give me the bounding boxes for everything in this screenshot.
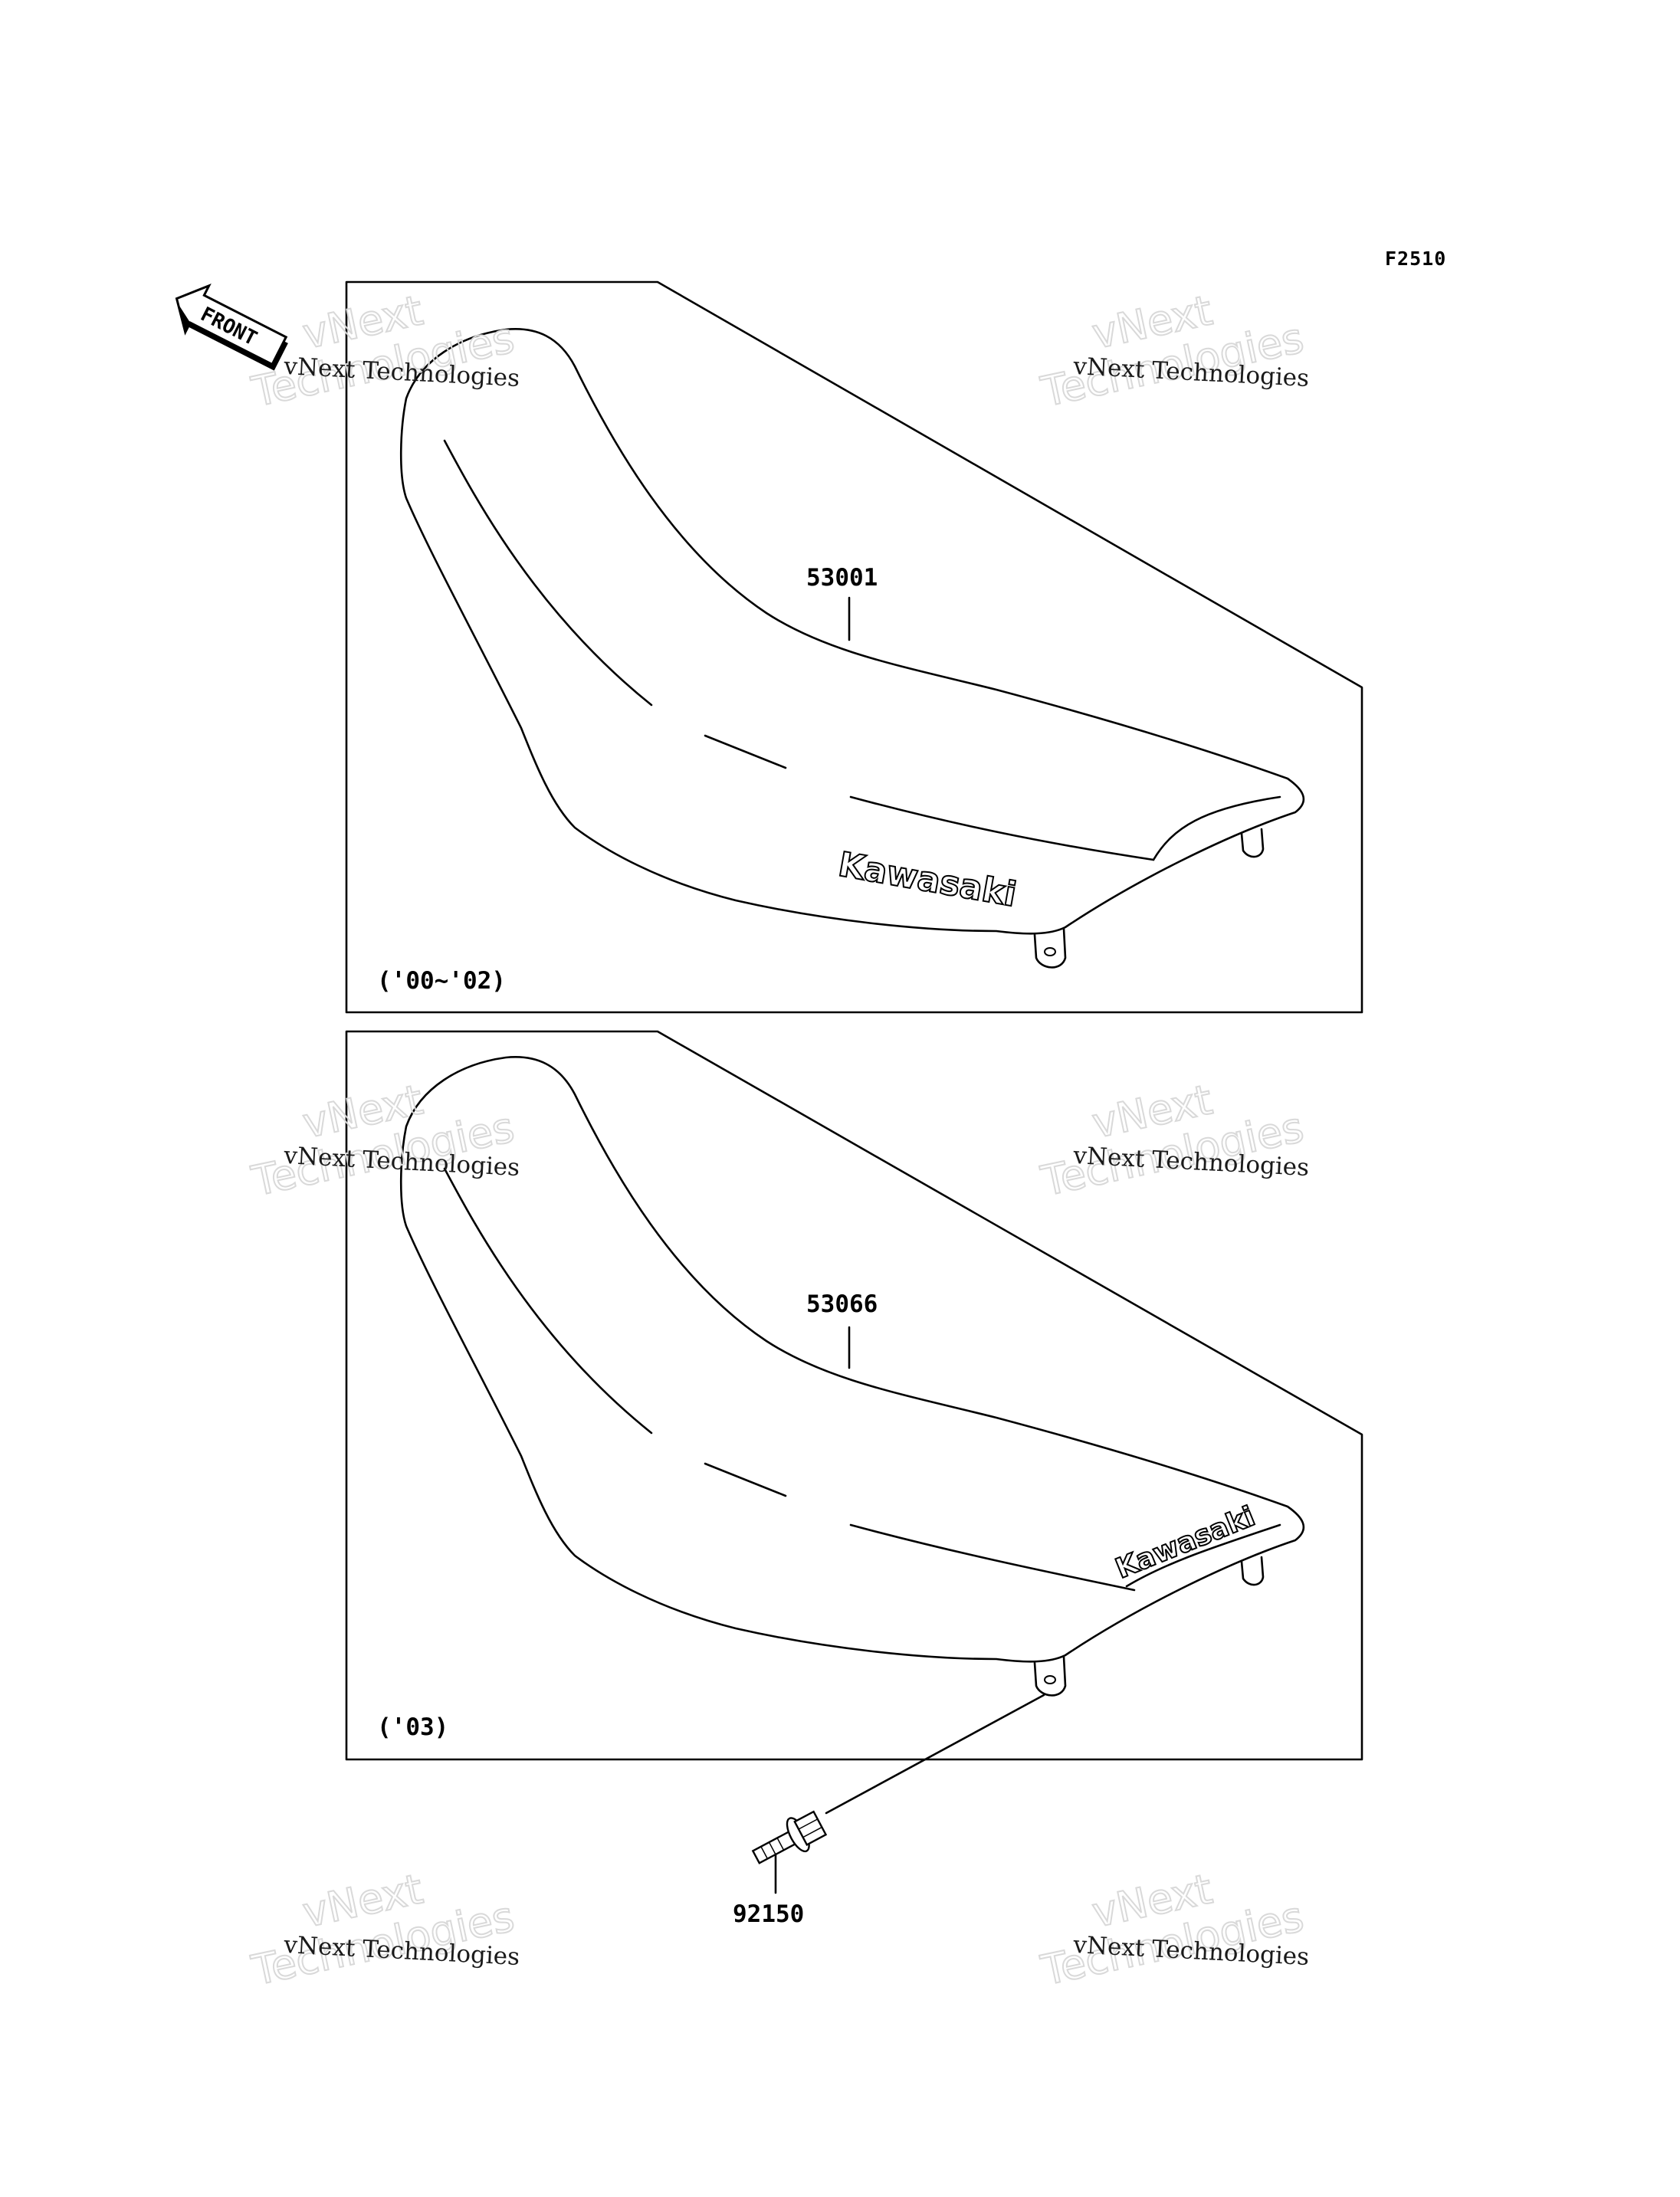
panel-frame	[345, 1030, 1363, 1761]
seat-logo: Kawasaki	[1111, 1500, 1259, 1585]
watermark: vNext Technologies	[1036, 285, 1308, 417]
seat-drawing	[399, 1056, 1305, 1815]
part-number-label: 53066	[806, 1290, 878, 1318]
watermark: vNext Technologies	[1036, 1074, 1308, 1206]
panel-seat-2000-2002: Kawasaki 53001 ('00~'02)	[345, 280, 1363, 1014]
year-range-label: ('00~'02)	[377, 967, 506, 995]
year-range-label: ('03)	[377, 1713, 448, 1741]
front-arrow-icon: FRONT	[175, 284, 288, 371]
part-number-label: 53001	[806, 564, 878, 592]
watermark: vNext Technologies	[1036, 1864, 1308, 1995]
panel-frame	[345, 280, 1363, 1014]
seat-drawing	[399, 328, 1305, 969]
figure-code: F2510	[1385, 248, 1446, 270]
watermark: vNext Technologies	[247, 1864, 519, 1995]
bolt-icon	[751, 1810, 828, 1864]
bolt-part-number-label: 92150	[733, 1900, 804, 1928]
watermark: vNext Technologies	[247, 1074, 519, 1206]
seat-logo: Kawasaki	[835, 845, 1019, 915]
